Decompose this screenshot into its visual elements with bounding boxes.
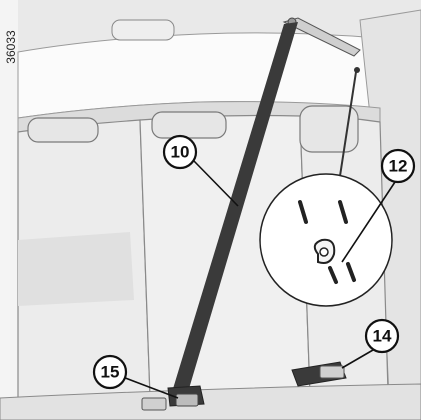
magnifier-connector — [339, 71, 357, 177]
callout-10-label: 10 — [171, 143, 190, 162]
leader-line-10 — [192, 159, 239, 207]
leader-line-12 — [341, 181, 396, 263]
right-headrest — [299, 105, 359, 153]
callout-14: 14 — [364, 318, 400, 354]
anchor-point-marker — [354, 67, 360, 73]
figure-reference-number: 36033 — [4, 30, 18, 64]
left-buckle-tongue — [141, 397, 167, 411]
detail-slot-1 — [298, 200, 308, 224]
left-headrest — [27, 117, 99, 143]
leader-line-14 — [341, 349, 374, 369]
leader-line-15 — [119, 375, 179, 399]
callout-15: 15 — [92, 354, 128, 390]
callout-12: 12 — [380, 148, 416, 184]
detail-slot-3 — [328, 266, 338, 284]
interior-mirror — [111, 19, 175, 41]
left-buckle — [175, 393, 199, 407]
detail-slot-4 — [346, 262, 356, 282]
seat-belt-strap — [172, 22, 298, 392]
detail-slot-2 — [338, 200, 348, 224]
callout-15-label: 15 — [101, 363, 120, 382]
right-buckle — [319, 365, 345, 379]
seat-cushion — [0, 383, 421, 420]
callout-10: 10 — [162, 134, 198, 170]
callout-12-label: 12 — [389, 157, 408, 176]
callout-14-label: 14 — [373, 327, 392, 346]
detail-anchor-eye — [319, 247, 329, 257]
middle-headrest — [151, 111, 227, 139]
left-seat-panel — [18, 232, 134, 306]
